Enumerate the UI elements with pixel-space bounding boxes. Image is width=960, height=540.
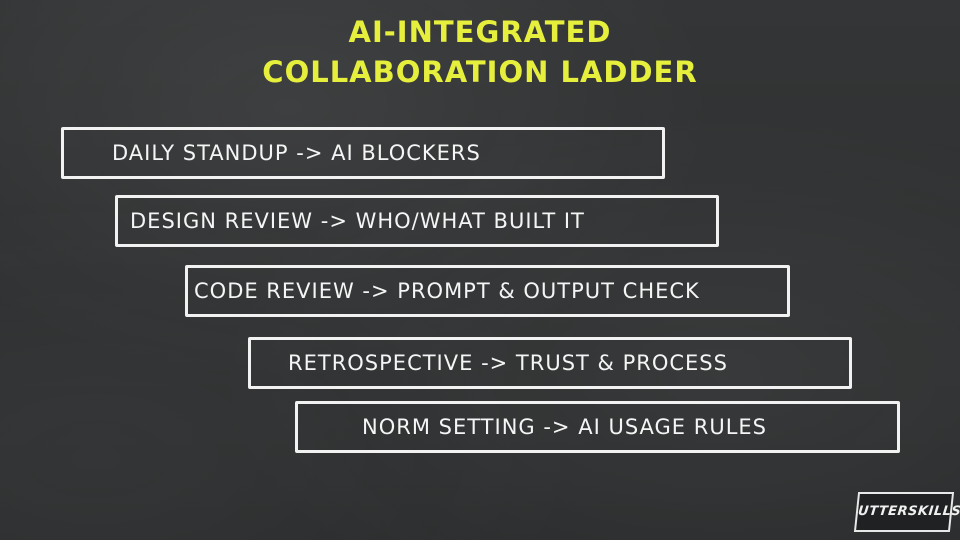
title-line-2: COLLABORATION LADDER [262,55,698,89]
ladder-step-daily-standup: DAILY STANDUP -> AI BLOCKERS [61,127,665,179]
ladder-step-code-review: CODE REVIEW -> PROMPT & OUTPUT CHECK [185,265,790,317]
title-line-1: AI-INTEGRATED [348,15,612,49]
ladder-step-retrospective: RETROSPECTIVE -> TRUST & PROCESS [248,337,852,389]
slide-title: AI-INTEGRATED COLLABORATION LADDER [0,12,960,92]
ladder-step-norm-setting: NORM SETTING -> AI USAGE RULES [295,401,900,453]
ladder-step-design-review: DESIGN REVIEW -> WHO/WHAT BUILT IT [115,195,719,247]
utterskills-logo: UTTERSKILLS [853,492,960,532]
